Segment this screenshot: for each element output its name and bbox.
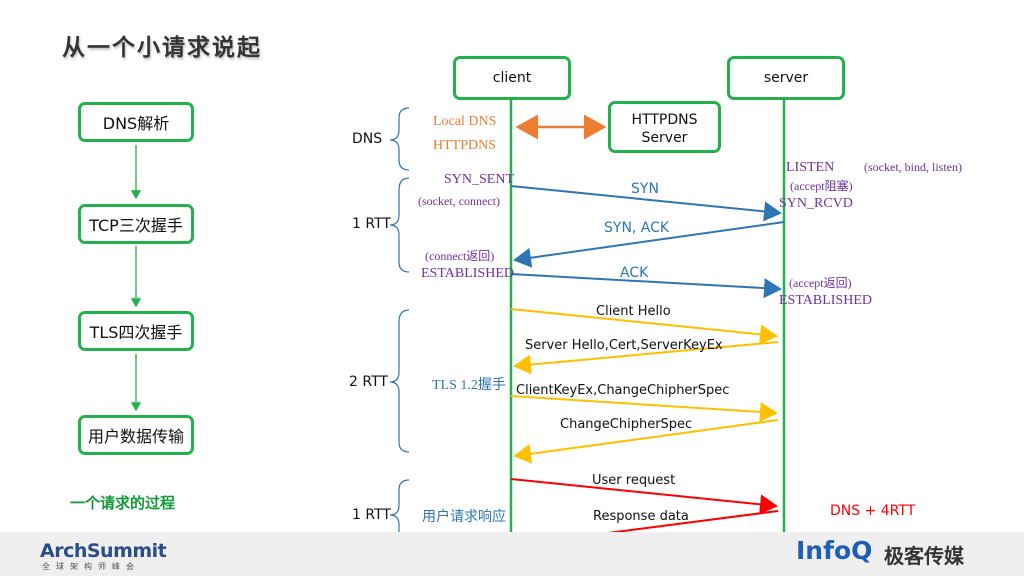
httpdns-line1: HTTPDNS [631, 112, 698, 128]
client-hello-message: Client Hello [596, 304, 671, 319]
user-request-message: User request [592, 473, 676, 488]
flow-step-tls: TLS四次握手 [78, 311, 194, 351]
syn-ack-message: SYN, ACK [604, 220, 670, 236]
phase-tls: 2 RTT [349, 374, 388, 390]
response-data-message: Response data [593, 509, 689, 524]
page-title: 从一个小请求说起 [62, 35, 262, 61]
total-latency-label: DNS + 4RTT [830, 503, 916, 519]
accept-return-label: (accept返回) [789, 276, 852, 290]
httpdns-label: HTTPDNS [433, 138, 497, 153]
footer-bar [0, 532, 1024, 576]
infoq-logo: InfoQ [796, 536, 873, 565]
flow-step-dns: DNS解析 [78, 102, 194, 142]
client-box: client [453, 56, 571, 100]
archsummit-logo-text: ArchSummit [40, 540, 167, 562]
archsummit-subtitle: 全球架构师峰会 [42, 562, 140, 571]
httpdns-line2: Server [641, 130, 688, 146]
brace-tls [389, 309, 410, 453]
server-box: server [727, 56, 845, 100]
syn-message: SYN [631, 181, 659, 197]
ack-message: ACK [620, 265, 649, 281]
phase-tcp: 1 RTT [352, 216, 391, 232]
httpdns-server-box: HTTPDNS Server [608, 101, 721, 153]
socket-connect-label: (socket, connect) [418, 194, 500, 208]
flow-step-data: 用户数据传输 [78, 415, 194, 455]
geekbang-media-logo: 极客传媒 [884, 544, 964, 568]
syn-sent-state: SYN_SENT [444, 172, 515, 187]
change-cipher-message: ChangeChipherSpec [560, 417, 693, 432]
accept-block-label: (accept阻塞) [790, 179, 853, 193]
socket-bind-listen-label: (socket, bind, listen) [864, 160, 962, 174]
local-dns-label: Local DNS [433, 114, 497, 129]
client-established-state: ESTABLISHED [421, 266, 514, 281]
flow-step-tcp: TCP三次握手 [78, 204, 194, 244]
archsummit-logo: ArchSummit [40, 540, 167, 562]
brace-tcp [389, 177, 410, 273]
phase-dns: DNS [352, 131, 383, 147]
client-keyex-arrow [510, 395, 778, 422]
server-established-state: ESTABLISHED [779, 293, 872, 308]
brace-dns [389, 107, 410, 171]
tls-version-label: TLS 1.2握手 [432, 378, 506, 393]
user-request-response-label: 用户请求响应 [422, 510, 506, 525]
client-keyex-message: ClientKeyEx,ChangeChipherSpec [516, 383, 730, 398]
server-hello-message: Server Hello,Cert,ServerKeyEx [525, 338, 723, 353]
listen-state: LISTEN [786, 160, 835, 175]
flow-caption: 一个请求的过程 [70, 494, 176, 512]
phase-data: 1 RTT [352, 507, 391, 523]
syn-rcvd-state: SYN_RCVD [779, 196, 853, 211]
connect-return-label: (connect返回) [425, 249, 495, 263]
